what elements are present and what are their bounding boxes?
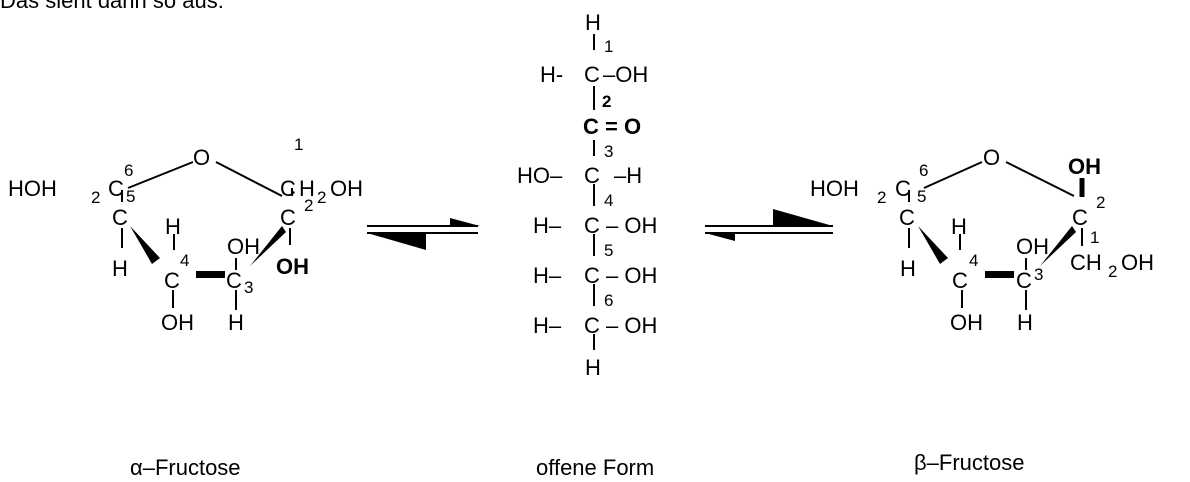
carbonyl-group: C = O xyxy=(583,114,641,139)
oh-label: OH xyxy=(1016,234,1049,259)
alpha-fructose-caption: α–Fructose xyxy=(130,455,241,480)
alpha-fructose-structure: O HOH 2 C 6 C 1 H 2 OH C 5 C 2 H H C 4 O… xyxy=(8,135,363,335)
carbon-number-5: 5 xyxy=(126,187,135,206)
subscript-2: 2 xyxy=(877,188,886,207)
subscript-2: 2 xyxy=(1108,262,1117,281)
h2oh-label: H xyxy=(299,176,315,201)
c3-atom: C xyxy=(584,163,600,188)
carbon-number-4: 4 xyxy=(180,251,189,270)
oh-label: –OH xyxy=(603,62,648,87)
bond xyxy=(1005,161,1075,197)
open-form-structure: H 1 H- C –OH 2 C = O 3 HO– C –H 4 H– C –… xyxy=(517,10,657,380)
c2-atom: C xyxy=(280,205,296,230)
h-label: H- xyxy=(540,62,563,87)
oh-label: – OH xyxy=(606,213,657,238)
ho-label: HO– xyxy=(517,163,563,188)
carbon-number-2: 2 xyxy=(304,196,313,215)
bond xyxy=(127,161,194,189)
h-atom: H xyxy=(585,10,601,35)
ch2oh-label: CH xyxy=(1070,250,1102,275)
carbon-number-5: 5 xyxy=(917,187,926,206)
h-atom: H xyxy=(112,256,128,281)
ring-oxygen: O xyxy=(983,145,1000,170)
h-atom: H xyxy=(1017,310,1033,335)
oh-label-bold: OH xyxy=(276,254,309,279)
bond xyxy=(923,161,983,189)
c5-atom: C xyxy=(584,263,600,288)
oh-label: OH xyxy=(1121,250,1154,275)
wedge-bond xyxy=(985,271,1014,278)
ring-oxygen: O xyxy=(193,145,210,170)
oh-label: OH xyxy=(950,310,983,335)
c5-atom: C xyxy=(899,205,915,230)
c4-atom: C xyxy=(164,268,180,293)
equilibrium-arrow-left xyxy=(367,218,480,250)
c2-atom: C xyxy=(1072,205,1088,230)
h-atom: H xyxy=(951,214,967,239)
carbon-number-5: 5 xyxy=(604,241,613,260)
c1-atom: C xyxy=(584,62,600,87)
h-atom: H xyxy=(900,256,916,281)
c6-atom: C xyxy=(584,313,600,338)
c4-atom: C xyxy=(584,213,600,238)
wedge-bond xyxy=(196,271,225,278)
carbon-number-1: 1 xyxy=(294,135,303,154)
h-label: H– xyxy=(533,213,562,238)
wedge-bond xyxy=(130,226,160,264)
carbon-number-3: 3 xyxy=(1034,265,1043,284)
carbon-number-1: 1 xyxy=(604,37,613,56)
h-atom: H xyxy=(585,355,601,380)
oh-label: OH xyxy=(227,234,260,259)
hoh2c-label: HOH xyxy=(8,176,57,201)
beta-fructose-caption: β–Fructose xyxy=(914,450,1024,475)
carbon-number-2: 2 xyxy=(1096,193,1105,212)
open-form-caption: offene Form xyxy=(536,455,654,480)
carbon-number-6: 6 xyxy=(124,161,133,180)
intro-text: Das sieht dann so aus: xyxy=(0,0,224,13)
c4-atom: C xyxy=(952,268,968,293)
c1-atom: C xyxy=(280,176,296,201)
c6-atom: C xyxy=(895,176,911,201)
subscript-2: 2 xyxy=(317,188,326,207)
carbon-number-3: 3 xyxy=(244,278,253,297)
equilibrium-arrow-right xyxy=(705,209,833,241)
carbon-number-6: 6 xyxy=(919,161,928,180)
subscript-2: 2 xyxy=(91,188,100,207)
h-label: H– xyxy=(533,313,562,338)
h-atom: H xyxy=(228,310,244,335)
carbon-number-6: 6 xyxy=(604,291,613,310)
h-label: –H xyxy=(614,163,642,188)
carbon-number-4: 4 xyxy=(604,191,613,210)
oh-label: – OH xyxy=(606,313,657,338)
oh-label-bold: OH xyxy=(1068,154,1101,179)
oh-label: – OH xyxy=(606,263,657,288)
hoh2c-label: HOH xyxy=(810,176,859,201)
h-label: H– xyxy=(533,263,562,288)
beta-fructose-structure: O HOH 2 C 6 OH C 5 C 2 1 H H C 4 OH C 3 … xyxy=(810,145,1154,335)
carbon-number-2: 2 xyxy=(602,92,611,111)
carbon-number-1: 1 xyxy=(1090,228,1099,247)
c5-atom: C xyxy=(112,205,128,230)
oh-label: OH xyxy=(161,310,194,335)
wedge-bond xyxy=(1040,226,1076,266)
bond xyxy=(215,161,283,197)
carbon-number-4: 4 xyxy=(969,251,978,270)
wedge-bond xyxy=(918,226,948,264)
oh-label: OH xyxy=(330,176,363,201)
wedge-bond xyxy=(250,226,286,266)
h-atom: H xyxy=(165,214,181,239)
c3-atom: C xyxy=(1016,268,1032,293)
c6-atom: C xyxy=(108,176,124,201)
c3-atom: C xyxy=(226,268,242,293)
carbon-number-3: 3 xyxy=(604,142,613,161)
